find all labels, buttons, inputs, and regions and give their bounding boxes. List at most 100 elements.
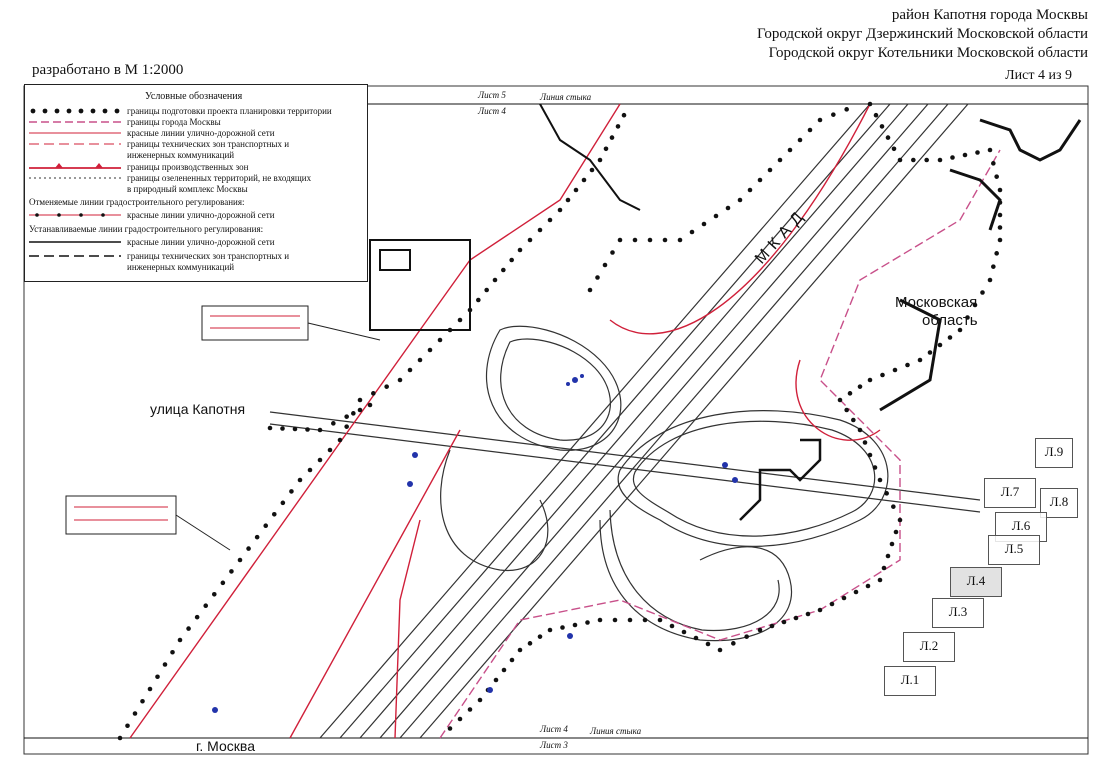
boundary-dot (547, 217, 553, 223)
legend-item-7: в природный комплекс Москвы (127, 184, 248, 194)
boundary-dot (877, 477, 883, 483)
boundary-dot (717, 647, 723, 653)
boundary-dot (527, 641, 533, 646)
boundary-dot (997, 237, 1003, 243)
sheet-key-l5[interactable]: Л.5 (988, 535, 1040, 565)
boundary-dot (297, 477, 303, 483)
callout-box-1 (201, 305, 381, 341)
boundary-dot (797, 137, 803, 143)
boundary-dot (509, 657, 515, 663)
boundary-dot (170, 649, 175, 655)
boundary-dot (747, 187, 753, 193)
boundary-dot (132, 711, 138, 716)
legend-symbol-established-red (29, 241, 121, 243)
boundary-dot (881, 565, 887, 571)
boundary-dot (757, 627, 763, 633)
boundary-dot (997, 225, 1003, 230)
sheet-number: Лист 4 из 9 (1005, 68, 1072, 83)
sheet-key-l1[interactable]: Л.1 (884, 666, 936, 696)
boundary-dot (427, 347, 433, 353)
boundary-dot (885, 135, 891, 140)
boundary-dot (837, 397, 843, 403)
boundary-dot (844, 407, 849, 413)
legend-item-1: границы города Москвы (127, 117, 221, 127)
boundary-dot (351, 411, 356, 416)
boundary-dot (893, 529, 899, 535)
boundary-dot (897, 157, 903, 163)
map-frame (23, 85, 1089, 755)
boundary-dot (595, 275, 600, 280)
label-sheet4-top: Лист 4 (478, 106, 506, 116)
boundary-dot (841, 595, 847, 601)
district2-label: Городской округ Дзержинский Московской о… (757, 26, 1088, 42)
legend-item-0: границы подготовки проекта планировки те… (127, 106, 332, 116)
legend-item-2: красные линии улично-дорожной сети (127, 128, 275, 138)
boundary-dot (701, 221, 707, 227)
title-block: район Капотня города Москвы Городской ок… (757, 6, 1088, 63)
boundary-dot (793, 615, 799, 621)
boundary-dot (657, 617, 663, 623)
boundary-dot (317, 427, 323, 433)
boundary-dot (777, 157, 783, 163)
boundary-dot (537, 227, 543, 233)
boundary-dot (947, 335, 953, 340)
boundary-dot (884, 491, 889, 496)
boundary-dot (807, 127, 813, 133)
boundary-dot (991, 264, 996, 269)
sheet-key-l9[interactable]: Л.9 (1035, 438, 1073, 468)
boundary-dot (229, 569, 234, 574)
district3-label: Городской округ Котельники Московской об… (768, 45, 1088, 61)
boundary-dot (787, 147, 793, 153)
buildings-right (879, 118, 1082, 412)
boundary-dot (867, 101, 873, 107)
boundary-dot (155, 674, 160, 680)
boundary-dot (162, 662, 168, 667)
boundary-dot (457, 716, 463, 722)
boundary-dot (484, 287, 489, 293)
sheet-key-l7[interactable]: Л.7 (984, 478, 1036, 508)
kapotnya-street (269, 411, 981, 513)
boundary-dot (417, 357, 423, 363)
sheet-key-l2[interactable]: Л.2 (903, 632, 955, 662)
boundary-dot (950, 155, 955, 160)
boundary-dot (927, 350, 933, 355)
sheet-key-l3[interactable]: Л.3 (932, 598, 984, 628)
boundary-dot (457, 317, 463, 323)
boundary-dot (725, 205, 731, 211)
legend-symbol-project-boundary (30, 108, 120, 114)
legend-symbol-production-zones (29, 163, 121, 169)
boundary-dot (862, 440, 868, 445)
boundary-dot (693, 635, 699, 641)
legend-item-3: границы технических зон транспортных и (127, 139, 290, 149)
boundary-dot (493, 677, 499, 683)
boundary-dot (557, 207, 563, 213)
boundary-dot (585, 620, 590, 625)
boundary-dot (853, 589, 859, 595)
label-match-bottom: Линия стыка (590, 726, 642, 736)
boundary-dot (203, 603, 209, 609)
boundary-dot (817, 607, 823, 613)
boundary-dot (501, 667, 507, 673)
legend-established-item-0: красные линии улично-дорожной сети (127, 237, 275, 247)
boundary-dot (817, 117, 823, 123)
boundary-dot (851, 417, 856, 423)
legend-established-title: Устанавливаемые линии градостроительного… (29, 224, 264, 234)
sheet-key-l4[interactable]: Л.4 (950, 567, 1002, 597)
boundary-dot (357, 407, 363, 413)
boundary-dot (829, 601, 835, 607)
city-boundary (439, 149, 1001, 739)
boundary-dot (237, 557, 243, 563)
legend-title: Условные обозначения (145, 91, 243, 102)
sheet-key-l8[interactable]: Л.8 (1040, 488, 1078, 518)
boundary-dot (246, 546, 251, 551)
boundary-dot (621, 112, 627, 118)
legend-symbol-tech-zones (29, 143, 121, 145)
boundary-dot (344, 414, 349, 419)
boundary-dot (384, 384, 389, 389)
boundary-dot (924, 157, 929, 163)
boundary-dot (305, 427, 310, 432)
label-moscow-oblast-2: область (922, 312, 978, 329)
boundary-dot (857, 427, 863, 433)
boundary-dot (140, 698, 145, 704)
